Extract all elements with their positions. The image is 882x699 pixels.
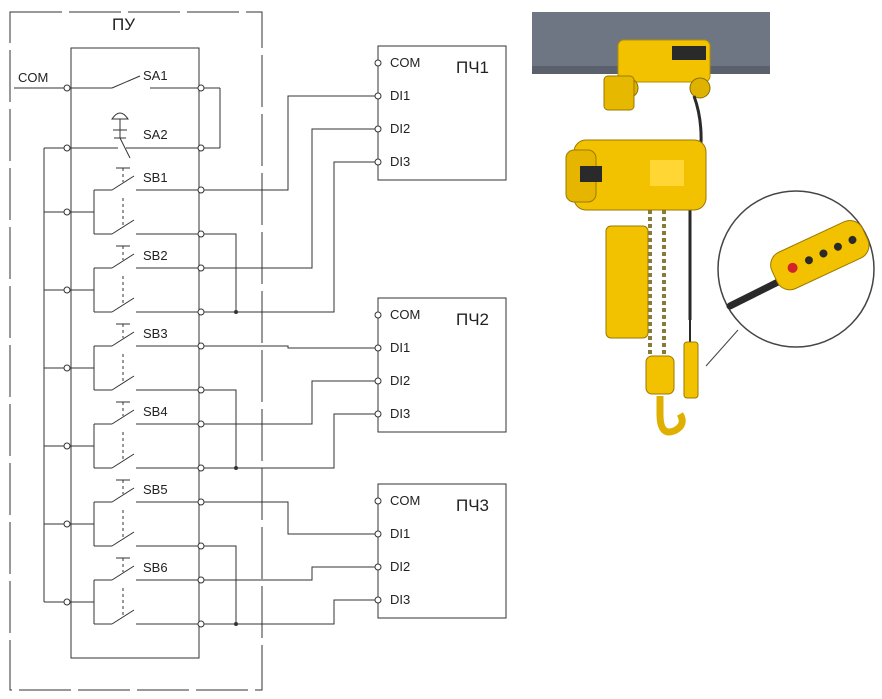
control-panel	[9, 11, 263, 691]
drive2-di1: DI1	[390, 340, 410, 355]
drive1-di2: DI2	[390, 121, 410, 136]
panel-com-label: COM	[18, 70, 48, 85]
drive-title-1: ПЧ1	[456, 58, 489, 77]
drive1-di1: DI1	[390, 88, 410, 103]
wire-di1	[204, 95, 375, 191]
drive3-di2: DI2	[390, 559, 410, 574]
drive2-com: COM	[390, 307, 420, 322]
wire-di3	[262, 599, 375, 625]
drive3-di3: DI3	[390, 592, 410, 607]
wire-common-join	[204, 233, 237, 313]
pushbutton-pair	[44, 401, 205, 472]
wire-di2	[204, 128, 375, 269]
pendant-control-enlarged	[770, 220, 870, 291]
switch-label-sb1: SB1	[143, 170, 168, 185]
switch-label-sb4: SB4	[143, 404, 168, 419]
wire-common-join	[204, 389, 237, 469]
drive3-com: COM	[390, 493, 420, 508]
junction-dot	[234, 466, 238, 470]
drive2-di3: DI3	[390, 406, 410, 421]
switch-label-sb2: SB2	[143, 248, 168, 263]
switch-label-sb6: SB6	[143, 560, 168, 575]
panel-inner-frame	[70, 47, 200, 659]
drive-title-3: ПЧ3	[456, 496, 489, 515]
pushbutton-switches	[44, 167, 205, 628]
drive-box-2	[374, 297, 507, 433]
wire-di1	[204, 501, 375, 535]
frequency-drives	[374, 45, 507, 619]
panel-enclosure-dashed	[9, 11, 263, 691]
pushbutton-pair	[44, 245, 205, 316]
drive3-di1: DI1	[390, 526, 410, 541]
pushbutton-pair	[44, 557, 205, 628]
drive-box-1	[374, 45, 507, 181]
drive-title-2: ПЧ2	[456, 310, 489, 329]
drive2-di2: DI2	[390, 373, 410, 388]
switch-label-sb3: SB3	[143, 326, 168, 341]
pendant-control-small	[683, 341, 699, 399]
drive1-com: COM	[390, 55, 420, 70]
wire-common-join	[204, 545, 237, 625]
electric-hoist-illustration	[532, 12, 875, 436]
pushbutton-pair	[44, 167, 205, 238]
panel-title: ПУ	[112, 15, 135, 34]
pushbutton-pair	[44, 479, 205, 550]
junction-dot	[234, 622, 238, 626]
switch-label-sb5: SB5	[143, 482, 168, 497]
wire-di3	[262, 161, 375, 313]
drive-box-3	[374, 483, 507, 619]
switch-label-sa2: SA2	[143, 127, 168, 142]
signal-wires	[204, 95, 375, 626]
pushbutton-pair	[44, 323, 205, 394]
wire-di1	[204, 345, 375, 349]
wire-di2	[204, 566, 375, 581]
switch-label-sa1: SA1	[143, 68, 168, 83]
wire-di2	[204, 380, 375, 425]
wire-di3	[262, 413, 375, 469]
drive1-di3: DI3	[390, 154, 410, 169]
junction-dot	[234, 310, 238, 314]
